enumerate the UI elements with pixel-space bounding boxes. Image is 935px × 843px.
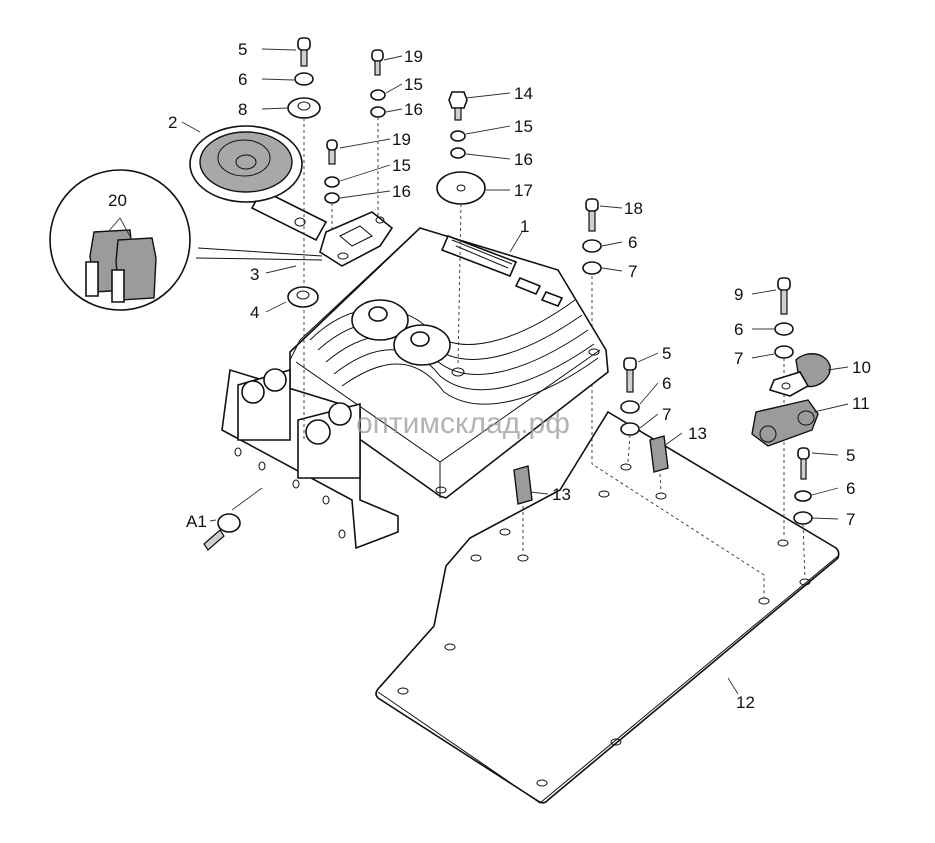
callout-9: 9 [734,285,743,304]
callout-7: 7 [734,349,743,368]
mounting-plate [375,270,840,804]
callout-10: 10 [852,358,871,377]
cable-holder [751,399,819,447]
callout-20: 20 [108,191,127,210]
callout-11: 11 [852,394,870,413]
callout-A1: A1 [186,512,207,531]
callout-15: 15 [404,75,423,94]
callout-5: 5 [662,344,671,363]
callout-5: 5 [846,446,855,465]
callout-7: 7 [662,405,671,424]
washer-4 [287,286,319,308]
callout-16: 16 [514,150,533,169]
callout-7: 7 [628,262,637,281]
callout-15: 15 [514,117,533,136]
callout-8: 8 [238,100,247,119]
callout-5: 5 [238,40,247,59]
leader-lines [181,48,849,695]
cable-clamp [768,353,831,397]
callout-15: 15 [392,156,411,175]
callout-14: 14 [514,84,533,103]
fuse-detail-view [49,169,323,311]
callout-1: 1 [520,217,529,236]
callout-6: 6 [734,320,743,339]
fastener-stack-18 [582,198,602,275]
plate-holes [397,463,811,787]
callout-18: 18 [624,199,643,218]
ring-terminal [203,513,241,551]
callout-12: 12 [736,693,755,712]
contactor-bracket-assembly [221,368,399,550]
callout-17: 17 [514,181,533,200]
callout-19: 19 [392,130,411,149]
fastener-stack-controller [436,91,486,367]
fastener-stack-center-low [324,139,340,230]
callout-4: 4 [250,303,259,322]
callout-6: 6 [628,233,637,252]
callout-16: 16 [392,182,411,201]
callout-19: 19 [404,47,423,66]
clip-right [649,435,669,493]
callout-13: 13 [552,485,571,504]
fastener-stack-5-right [793,447,813,579]
controller [289,227,609,499]
callout-13: 13 [688,424,707,443]
callout-7: 7 [846,510,855,529]
callout-16: 16 [404,100,423,119]
fuse-holder-bracket [319,211,394,267]
clip-left [513,465,533,554]
horn [189,125,328,242]
callout-6: 6 [846,479,855,498]
watermark: оптимсклад.рф [356,407,570,440]
callout-6: 6 [238,70,247,89]
callout-labels: 5 6 8 2 19 15 16 19 15 16 14 15 16 17 1 … [108,40,871,712]
fastener-stack-5-center [620,357,640,463]
callout-2: 2 [168,113,177,132]
callout-6: 6 [662,374,671,393]
fastener-stack-center-top [370,49,386,216]
callout-3: 3 [250,265,259,284]
